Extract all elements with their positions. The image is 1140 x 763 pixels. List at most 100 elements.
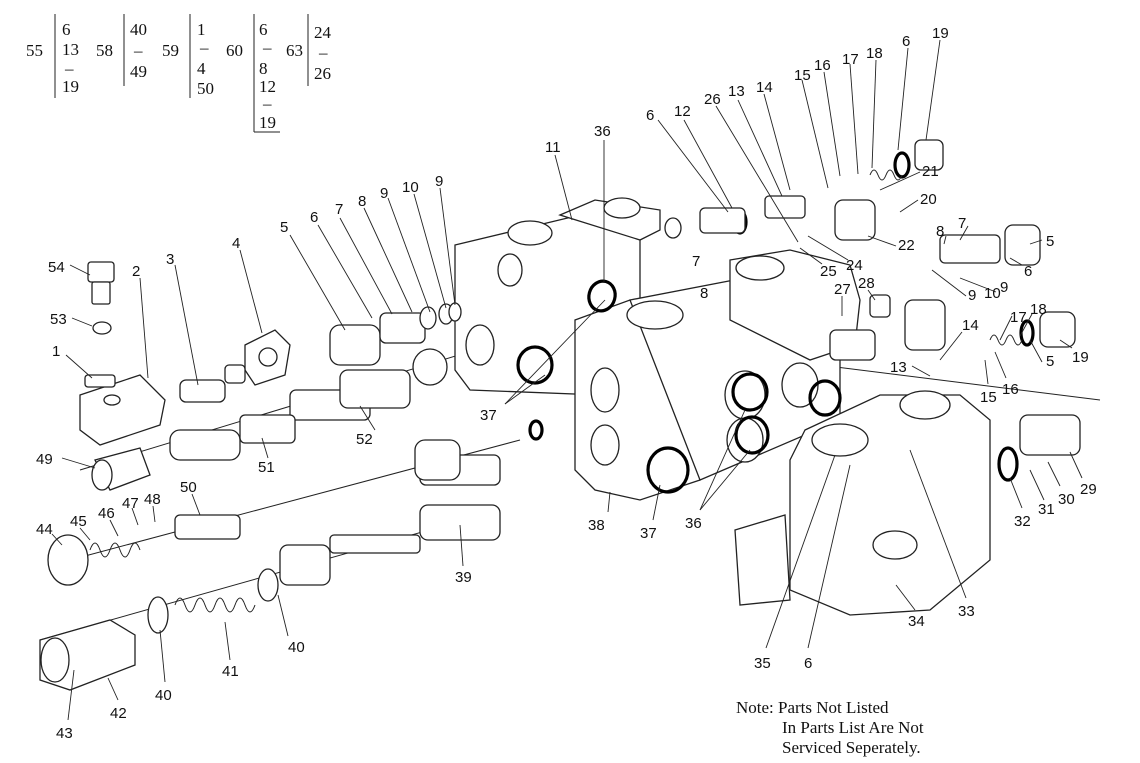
callout: 50 bbox=[180, 479, 197, 496]
kit-value: – bbox=[262, 38, 272, 57]
callout: 17 bbox=[1010, 309, 1027, 326]
kit-value: 24 bbox=[314, 23, 332, 42]
callout: 42 bbox=[110, 705, 127, 722]
plate-4 bbox=[244, 329, 291, 386]
bracket-2 bbox=[79, 374, 166, 446]
spring-41 bbox=[147, 568, 279, 634]
callout: 36 bbox=[594, 123, 611, 140]
kit-59: 59 1 – 4 50 bbox=[162, 14, 214, 98]
kit-value: 1 bbox=[197, 20, 206, 39]
callout: 14 bbox=[756, 79, 773, 96]
kit-table: 55 6 13 – 19 58 40 – 49 59 1 – 4 50 60 6 bbox=[26, 14, 332, 133]
callout: 5 bbox=[1046, 233, 1054, 250]
callout: 54 bbox=[48, 259, 65, 276]
kit-55: 55 6 13 – 19 bbox=[26, 14, 79, 98]
kit-60: 60 6 – 8 12 – 19 bbox=[226, 14, 280, 133]
callout: 32 bbox=[1014, 513, 1031, 530]
callout: 34 bbox=[908, 613, 925, 630]
valve-body-right bbox=[729, 249, 861, 361]
parts-drawing bbox=[39, 139, 1101, 691]
callout: 16 bbox=[814, 57, 831, 74]
callout: 9 bbox=[968, 287, 976, 304]
callout: 6 bbox=[902, 33, 910, 50]
relief-valve-3 bbox=[179, 364, 246, 403]
callout: 26 bbox=[704, 91, 721, 108]
callout: 45 bbox=[70, 513, 87, 530]
callout: 20 bbox=[920, 191, 937, 208]
note-line-3: Serviced Seperately. bbox=[782, 738, 921, 757]
end-cap-42 bbox=[39, 619, 136, 691]
callout: 28 bbox=[858, 275, 875, 292]
callout: 13 bbox=[890, 359, 907, 376]
callout: 19 bbox=[932, 25, 949, 42]
callout: 29 bbox=[1080, 481, 1097, 498]
callout: 30 bbox=[1058, 491, 1075, 508]
callout: 19 bbox=[1072, 349, 1089, 366]
callout: 15 bbox=[794, 67, 811, 84]
callout: 12 bbox=[674, 103, 691, 120]
callout: 22 bbox=[898, 237, 915, 254]
kit-63: 63 24 – 26 bbox=[286, 14, 332, 86]
callout: 5 bbox=[280, 219, 288, 236]
cap-49 bbox=[91, 447, 151, 491]
callout: 44 bbox=[36, 521, 53, 538]
callout: 7 bbox=[958, 215, 966, 232]
callout: 2 bbox=[132, 263, 140, 280]
kit-value: 19 bbox=[259, 113, 276, 132]
end-cover-33 bbox=[734, 390, 991, 616]
callout: 8 bbox=[700, 285, 708, 302]
callout: 1 bbox=[52, 343, 60, 360]
callout: 10 bbox=[402, 179, 419, 196]
callout: 52 bbox=[356, 431, 373, 448]
callout: 14 bbox=[962, 317, 979, 334]
kit-value: 4 bbox=[197, 59, 206, 78]
callout: 16 bbox=[1002, 381, 1019, 398]
callout: 40 bbox=[288, 639, 305, 656]
callout: 41 bbox=[222, 663, 239, 680]
leader-lines bbox=[51, 39, 1083, 721]
callout: 17 bbox=[842, 51, 859, 68]
spool-52 bbox=[289, 348, 448, 421]
callout: 6 bbox=[804, 655, 812, 672]
callout: 7 bbox=[335, 201, 343, 218]
kit-value: 19 bbox=[62, 77, 79, 96]
callout: 18 bbox=[866, 45, 883, 62]
kit-value: 8 bbox=[259, 59, 268, 78]
callout: 9 bbox=[435, 173, 443, 190]
callout: 33 bbox=[958, 603, 975, 620]
kit-value: 26 bbox=[314, 64, 331, 83]
callout: 36 bbox=[685, 515, 702, 532]
kit-label: 63 bbox=[286, 41, 303, 60]
spool-upper bbox=[329, 302, 462, 366]
callout: 38 bbox=[588, 517, 605, 534]
callout: 15 bbox=[980, 389, 997, 406]
callout: 4 bbox=[232, 235, 240, 252]
callout: 3 bbox=[166, 251, 174, 268]
callout: 39 bbox=[455, 569, 472, 586]
kit-value: – bbox=[133, 41, 143, 60]
kit-value: 40 bbox=[130, 20, 147, 39]
callout: 37 bbox=[640, 525, 657, 542]
kit-value: 6 bbox=[62, 20, 71, 39]
callout: 49 bbox=[36, 451, 53, 468]
spool-51 bbox=[169, 414, 296, 461]
kit-value: 12 bbox=[259, 77, 276, 96]
kit-label: 58 bbox=[96, 41, 113, 60]
kit-value: 6 bbox=[259, 20, 268, 39]
callout: 6 bbox=[646, 107, 654, 124]
callout: 18 bbox=[1030, 301, 1047, 318]
callout: 6 bbox=[310, 209, 318, 226]
callout: 31 bbox=[1038, 501, 1055, 518]
callout: 25 bbox=[820, 263, 837, 280]
relief-valve-right bbox=[829, 224, 1081, 456]
callout: 40 bbox=[155, 687, 172, 704]
kit-value: 13 bbox=[62, 40, 79, 59]
callout: 24 bbox=[846, 257, 863, 274]
callout: 6 bbox=[1024, 263, 1032, 280]
relief-valve-top bbox=[664, 139, 944, 241]
callout: 21 bbox=[922, 163, 939, 180]
callout: 37 bbox=[480, 407, 497, 424]
callouts: 1 2 3 4 5 6 7 8 9 10 9 5 6 7 8 11 36 6 1… bbox=[36, 25, 1097, 742]
callout: 5 bbox=[1046, 353, 1054, 370]
callout: 8 bbox=[936, 223, 944, 240]
